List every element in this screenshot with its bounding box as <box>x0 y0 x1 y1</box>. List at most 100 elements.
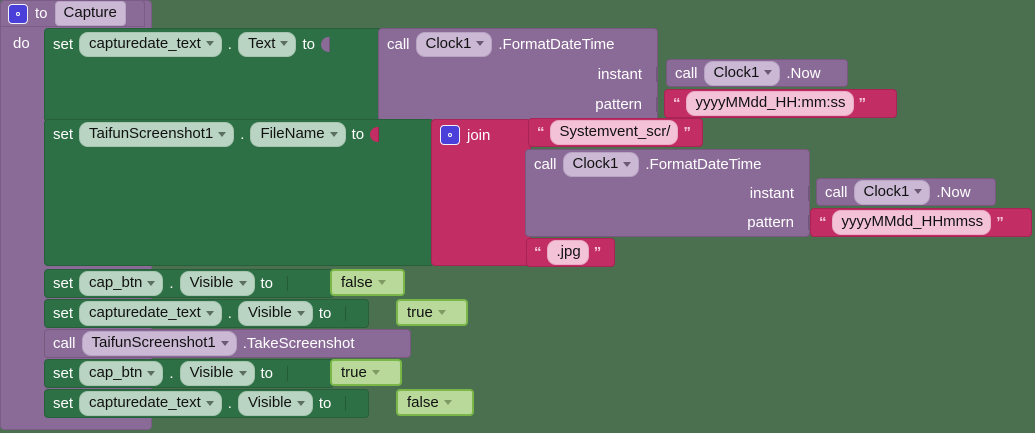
instant-socket[interactable] <box>648 66 657 82</box>
value-socket[interactable] <box>279 366 289 381</box>
text-field-pattern-2[interactable]: yyyyMMdd_HHmmss <box>831 210 992 235</box>
procedure-header[interactable]: to Capture <box>0 0 145 27</box>
logic-boolean-true-2[interactable]: true <box>330 359 402 386</box>
call-label: call <box>825 183 848 201</box>
chevron-down-icon <box>147 370 156 376</box>
close-quote: ” <box>996 214 1004 231</box>
chevron-down-icon <box>205 400 214 406</box>
component-dropdown-taifunscreenshot1[interactable]: TaifunScreenshot1 <box>79 122 235 147</box>
component-dropdown-capturedate-text[interactable]: capturedate_text <box>79 391 222 416</box>
to-label: to <box>351 126 365 143</box>
to-label: to <box>302 35 315 53</box>
method-name: .TakeScreenshot <box>242 335 355 352</box>
to-label: to <box>318 305 332 322</box>
property-dropdown-text[interactable]: Text <box>237 31 297 57</box>
set-label: set <box>53 305 74 322</box>
boolean-dropdown[interactable]: false <box>339 275 388 290</box>
dot-separator: . <box>240 126 245 143</box>
component-dropdown-capturedate-text[interactable]: capturedate_text <box>79 301 222 326</box>
text-field-pattern-1[interactable]: yyyyMMdd_HH:mm:ss <box>685 91 854 116</box>
boolean-dropdown[interactable]: true <box>339 365 382 380</box>
boolean-dropdown[interactable]: false <box>405 395 454 410</box>
call-label: call <box>387 35 410 53</box>
close-quote: ” <box>683 124 691 141</box>
to-label: to <box>260 275 274 292</box>
text-string-block-pattern-1[interactable]: “ yyyyMMdd_HH:mm:ss ” <box>664 89 897 118</box>
gear-icon[interactable] <box>440 125 460 145</box>
call-label: call <box>53 335 76 352</box>
set-label: set <box>53 126 74 143</box>
set-label: set <box>53 365 74 382</box>
text-string-block-prefix[interactable]: “ Systemvent_scr/ ” <box>528 118 703 147</box>
property-dropdown-visible[interactable]: Visible <box>237 301 313 326</box>
chevron-down-icon <box>205 41 214 46</box>
chevron-down-icon <box>764 70 773 75</box>
method-name: .FormatDateTime <box>498 35 615 53</box>
value-socket[interactable] <box>370 127 380 142</box>
text-string-block-extension[interactable]: “ .jpg ” <box>526 238 615 267</box>
call-clock1-formatdatetime-block-2[interactable]: call Clock1 .FormatDateTime instant patt… <box>525 149 810 237</box>
open-quote: “ <box>673 95 681 112</box>
component-dropdown-cap-btn[interactable]: cap_btn <box>79 271 164 296</box>
join-socket-1[interactable] <box>523 124 532 139</box>
logic-boolean-true-1[interactable]: true <box>396 299 468 326</box>
component-dropdown-clock1[interactable]: Clock1 <box>562 152 640 177</box>
set-capturedate-visible-true-block[interactable]: set capturedate_text . Visible to <box>44 299 369 328</box>
set-cap-btn-visible-true-block[interactable]: set cap_btn . Visible to <box>44 359 334 388</box>
call-clock1-formatdatetime-block-1[interactable]: call Clock1 .FormatDateTime instant patt… <box>378 28 658 122</box>
property-dropdown-filename[interactable]: FileName <box>250 122 346 147</box>
value-socket[interactable] <box>279 276 289 291</box>
chevron-down-icon <box>623 161 632 167</box>
pattern-socket[interactable] <box>648 96 657 112</box>
call-clock1-now-block-1[interactable]: call Clock1 .Now <box>666 59 848 87</box>
value-socket[interactable] <box>320 36 330 52</box>
call-takescreenshot-block[interactable]: call TaifunScreenshot1 .TakeScreenshot <box>44 329 411 358</box>
component-dropdown-clock1[interactable]: Clock1 <box>703 60 781 86</box>
procedure-name-field[interactable]: Capture <box>54 1 126 26</box>
chevron-down-icon <box>205 310 214 316</box>
value-socket[interactable] <box>337 396 347 411</box>
chevron-down-icon <box>329 131 338 137</box>
property-dropdown-visible[interactable]: Visible <box>179 271 255 296</box>
chevron-down-icon <box>476 41 485 46</box>
set-taifunscreenshot1-filename-block[interactable]: set TaifunScreenshot1 . FileName to <box>44 119 434 266</box>
chevron-down-icon <box>437 310 446 315</box>
open-quote: “ <box>534 244 542 261</box>
dot-separator: . <box>169 365 174 382</box>
property-dropdown-visible[interactable]: Visible <box>179 361 255 386</box>
chevron-down-icon <box>238 280 247 286</box>
value-socket[interactable] <box>337 306 347 321</box>
chevron-down-icon <box>220 340 229 346</box>
set-capturedate-text-block[interactable]: set capturedate_text . Text to <box>44 28 382 122</box>
set-label: set <box>53 35 74 53</box>
chevron-down-icon <box>377 280 386 285</box>
set-cap-btn-visible-false-block[interactable]: set cap_btn . Visible to <box>44 269 334 298</box>
text-string-block-pattern-2[interactable]: “ yyyyMMdd_HHmmss ” <box>810 208 1032 237</box>
call-clock1-now-block-2[interactable]: call Clock1 .Now <box>816 178 996 206</box>
set-capturedate-visible-false-block[interactable]: set capturedate_text . Visible to <box>44 389 369 418</box>
to-label: to <box>318 395 332 412</box>
pattern-socket[interactable] <box>800 215 809 230</box>
boolean-dropdown[interactable]: true <box>405 305 448 320</box>
component-dropdown-clock1[interactable]: Clock1 <box>853 179 931 205</box>
gear-icon[interactable] <box>8 3 28 24</box>
join-text-block[interactable]: join <box>431 119 531 266</box>
instant-socket[interactable] <box>800 186 809 201</box>
component-dropdown-cap-btn[interactable]: cap_btn <box>79 361 164 386</box>
close-quote: ” <box>593 244 602 261</box>
chevron-down-icon <box>914 189 923 194</box>
instant-param-label: instant <box>749 185 794 202</box>
text-field-prefix[interactable]: Systemvent_scr/ <box>549 120 679 145</box>
component-dropdown-taifunscreenshot1[interactable]: TaifunScreenshot1 <box>81 331 237 356</box>
component-dropdown-capturedate-text[interactable]: capturedate_text <box>79 31 222 57</box>
pattern-param-label: pattern <box>747 214 794 231</box>
property-dropdown-visible[interactable]: Visible <box>237 391 313 416</box>
logic-boolean-false-2[interactable]: false <box>396 389 474 416</box>
text-field-extension[interactable]: .jpg <box>546 240 589 265</box>
chevron-down-icon <box>296 310 305 316</box>
component-dropdown-clock1[interactable]: Clock1 <box>415 31 493 57</box>
do-label: do <box>13 35 30 52</box>
chevron-down-icon <box>218 131 227 137</box>
logic-boolean-false-1[interactable]: false <box>330 269 405 296</box>
